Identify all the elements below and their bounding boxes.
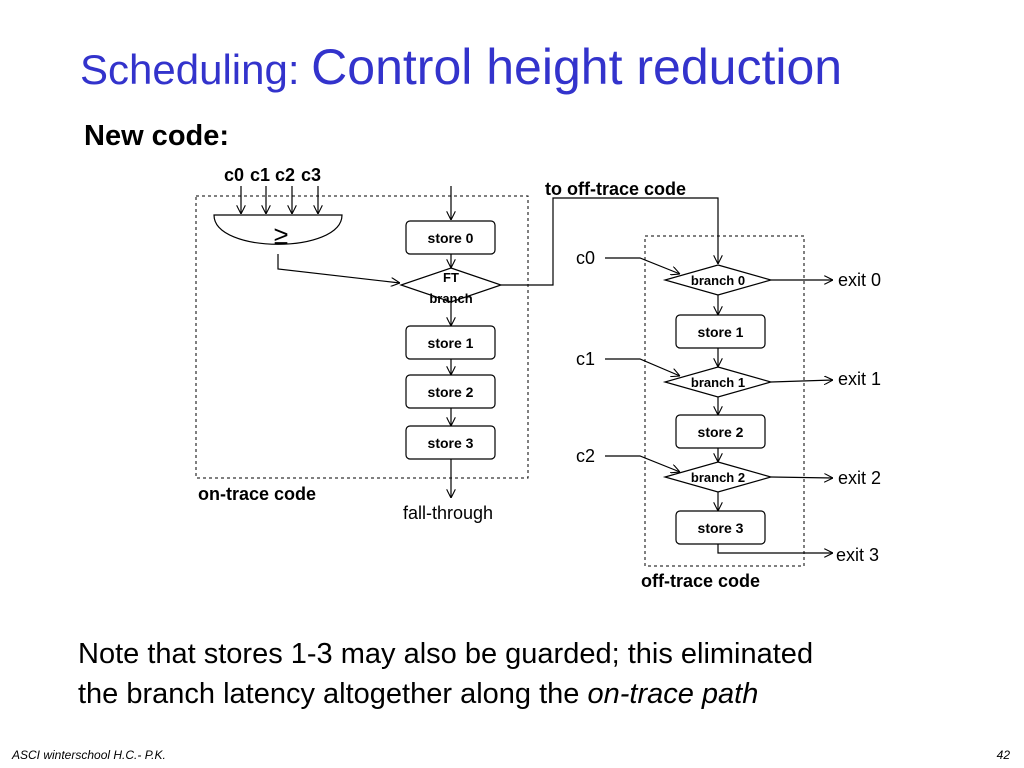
greater-equal-symbol: ≥ [274,220,288,250]
exit-1-label: exit 1 [838,369,881,389]
off-cond-c1: c1 [576,349,595,369]
off-trace-region [644,235,805,567]
off-store-3 [675,510,766,545]
branch-1-label: branch 1 [691,375,745,390]
ft-branch-label-line1: FT [443,270,459,285]
on-store-3-label: store 3 [428,435,474,451]
exit-0-label: exit 0 [838,270,881,290]
on-trace-region [195,195,529,479]
note-line-1: Note that stores 1-3 may also be guarded… [78,638,814,670]
off-store-1-label: store 1 [698,324,744,340]
compare-input-c2: c2 [275,165,295,185]
compare-unit [213,214,343,245]
page-number: 42 [996,748,1010,762]
compare-input-c3: c3 [301,165,321,185]
compare-input-c1: c1 [250,165,270,185]
footer-source: ASCI winterschool H.C.- P.K. [12,748,166,762]
off-cond-c0: c0 [576,248,595,268]
branch-2-label: branch 2 [691,470,745,485]
title-main: Control height reduction [311,39,843,95]
arrow-exit3 [717,544,833,553]
off-cond-c2: c2 [576,446,595,466]
off-store-1 [675,314,766,349]
title-prefix: Scheduling: [80,46,312,93]
arrow-exit2 [770,477,833,478]
note-line-2-emphasis: on-trace path [587,678,759,710]
compare-input-c0: c0 [224,165,244,185]
on-store-0-label: store 0 [428,230,474,246]
arrow-compare-to-ft [277,254,400,283]
arrow-c2-branch2 [605,455,680,472]
on-trace-label: on-trace code [198,484,316,504]
off-store-2-label: store 2 [698,424,744,440]
off-trace-label: off-trace code [641,571,760,591]
subheading: New code: [84,120,230,152]
arrow-exit1 [770,380,833,382]
arrow-c1-branch1 [605,358,680,376]
to-off-trace-label: to off-trace code [545,179,686,199]
off-store-2 [675,414,766,449]
on-store-2-label: store 2 [428,384,474,400]
arrow-c0-branch0 [605,257,680,274]
off-store-3-label: store 3 [698,520,744,536]
fall-through-label: fall-through [403,503,493,523]
exit-2-label: exit 2 [838,468,881,488]
branch-0-label: branch 0 [691,273,745,288]
exit-3-label: exit 3 [836,545,879,565]
note-line-2-prefix: the branch latency altogether along the [78,678,588,710]
on-store-1-label: store 1 [428,335,474,351]
ft-branch-label-line2: branch [429,291,472,306]
note-text: Note that stores 1-3 may also be guarded… [78,634,1008,714]
arrow-to-off-trace [501,197,718,286]
slide-title: Scheduling: Control height reduction [80,38,842,96]
